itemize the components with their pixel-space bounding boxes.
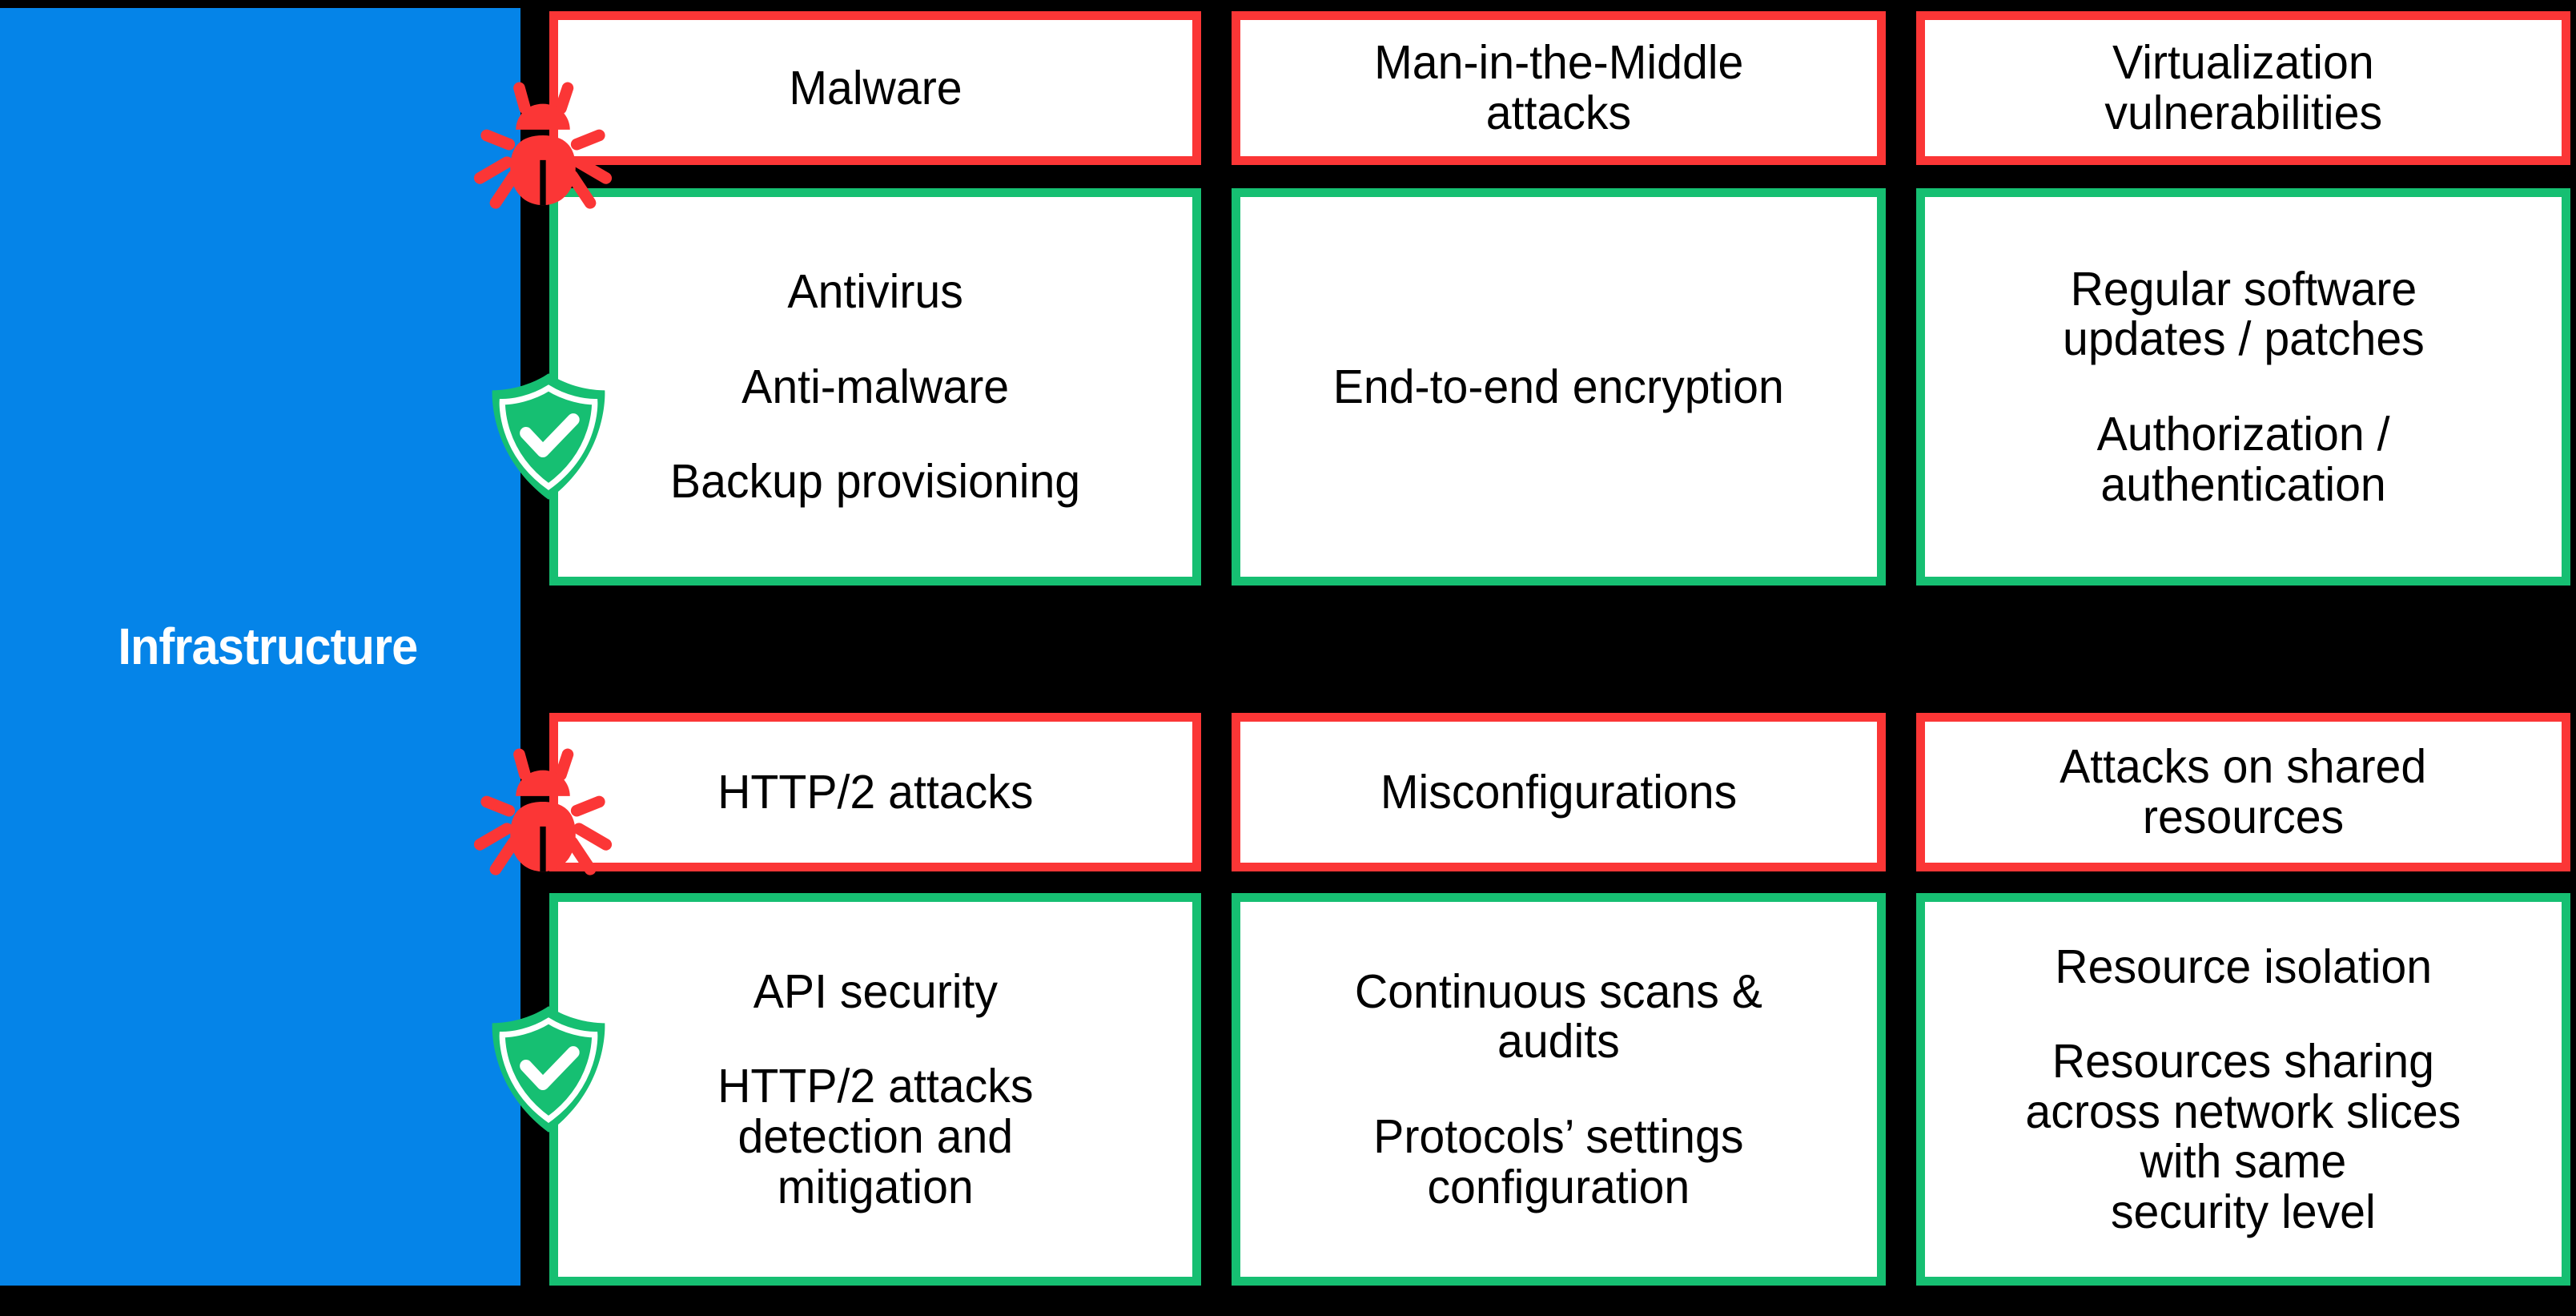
threat-cell-row2-col2: Misconfigurations (1232, 713, 1886, 871)
mitigation-cell-row1-col2: End-to-end encryption (1232, 188, 1886, 586)
threat-cell-row2-col1: HTTP/2 attacks (549, 713, 1201, 871)
bug-icon (473, 748, 613, 875)
cell-line: Anti-malware (741, 360, 1009, 413)
cell-line: across network slices (2025, 1085, 2461, 1138)
mitigation-cell-row1-col3: Regular software updates / patches Autho… (1916, 188, 2570, 586)
mitigation-cell-row2-col1: API security HTTP/2 attacks detection an… (549, 893, 1201, 1286)
cell-line: with same (2140, 1135, 2347, 1189)
cell-line: updates / patches (2062, 312, 2425, 366)
cell-block: API security (749, 967, 1002, 1017)
threat-cell-row1-col2: Man-in-the-Middle attacks (1232, 11, 1886, 165)
threat-cell-row1-col1: Malware (549, 11, 1201, 165)
cell-line: vulnerabilities (2104, 87, 2382, 139)
cell-line: Resources sharing (2052, 1035, 2435, 1089)
mitigation-cell-row1-col1: Antivirus Anti-malware Backup provisioni… (549, 188, 1201, 586)
category-label: Infrastructure (118, 617, 418, 675)
cell-block: Backup provisioning (664, 457, 1087, 507)
cell-line: authentication (2100, 457, 2386, 511)
cell-line: mitigation (777, 1160, 974, 1213)
cell-line: Protocols’ settings (1373, 1110, 1744, 1163)
bug-icon (473, 82, 613, 209)
mitigation-cell-row2-col2: Continuous scans & audits Protocols’ set… (1232, 893, 1886, 1286)
cell-line: Continuous scans & (1354, 964, 1763, 1018)
cell-line: Virtualization (2112, 36, 2374, 90)
cell-block: Resources sharing across network slices … (2019, 1036, 2468, 1237)
threat-cell-row1-col3: Virtualization vulnerabilities (1916, 11, 2570, 165)
cell-line: detection and (737, 1110, 1013, 1163)
cell-line: End-to-end encryption (1332, 360, 1785, 413)
cell-block: Authorization / authentication (2092, 409, 2394, 509)
cell-line: API security (753, 964, 998, 1018)
cell-block: HTTP/2 attacks detection and mitigation (713, 1061, 1039, 1212)
cell-block: Anti-malware (737, 362, 1013, 413)
cell-line: HTTP/2 attacks (717, 1060, 1034, 1113)
cell-line: Misconfigurations (1380, 765, 1738, 819)
cell-line: Man-in-the-Middle (1373, 36, 1744, 90)
cell-line: attacks (1485, 87, 1632, 139)
cell-line: Antivirus (787, 265, 963, 319)
cell-line: Regular software (2070, 262, 2417, 316)
threat-cell-row2-col3: Attacks on shared resources (1916, 713, 2570, 871)
cell-line: Attacks on shared (2060, 740, 2427, 794)
shield-check-icon (492, 373, 605, 500)
cell-block: Continuous scans & audits (1348, 967, 1769, 1067)
cell-line: configuration (1427, 1160, 1690, 1213)
cell-block: End-to-end encryption (1326, 362, 1791, 413)
cell-line: HTTP/2 attacks (717, 765, 1034, 819)
cell-line: audits (1497, 1015, 1620, 1068)
category-panel-infrastructure: Infrastructure (0, 8, 520, 1286)
cell-block: Antivirus (785, 267, 966, 317)
cell-line: resources (2142, 791, 2345, 843)
cell-block: Regular software updates / patches (2057, 264, 2430, 364)
cell-line: Authorization / (2096, 408, 2390, 461)
shield-check-icon (492, 1006, 605, 1133)
cell-line: Resource isolation (2055, 940, 2432, 993)
cell-line: Backup provisioning (669, 455, 1081, 509)
cell-line: security level (2111, 1185, 2376, 1238)
cell-line: Malware (788, 61, 962, 115)
cell-block: Resource isolation (2049, 942, 2437, 992)
mitigation-cell-row2-col3: Resource isolation Resources sharing acr… (1916, 893, 2570, 1286)
cell-block: Protocols’ settings configuration (1368, 1112, 1750, 1212)
